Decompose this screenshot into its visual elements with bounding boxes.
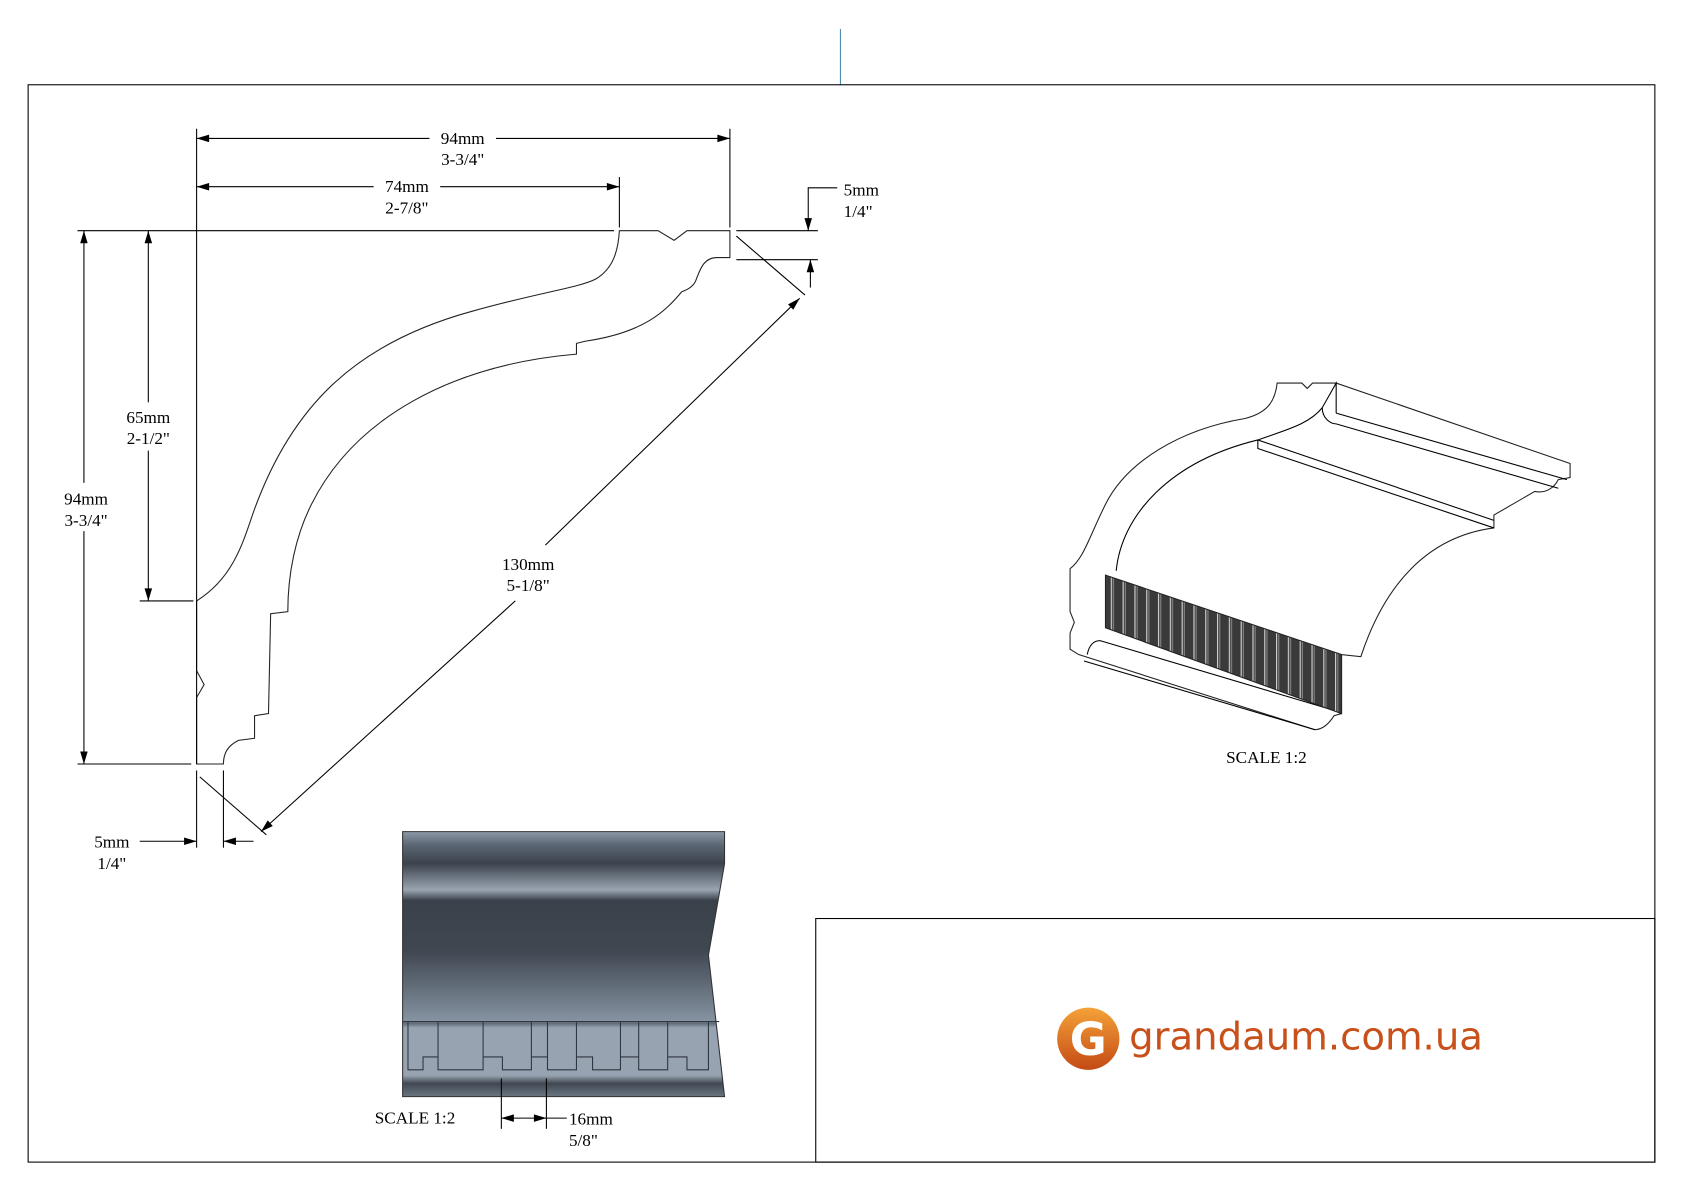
svg-text:130mm: 130mm — [502, 555, 555, 574]
svg-text:5mm: 5mm — [94, 833, 130, 852]
svg-text:SCALE 1:2: SCALE 1:2 — [375, 1108, 456, 1127]
brand-logo[interactable]: G grandaum.com.ua — [1057, 1007, 1483, 1070]
dentil-band — [1104, 574, 1343, 715]
svg-text:2-1/2": 2-1/2" — [127, 429, 170, 448]
svg-text:3-3/4": 3-3/4" — [64, 511, 107, 530]
dimension-lines — [77, 128, 838, 848]
svg-text:5mm: 5mm — [844, 180, 880, 199]
svg-text:65mm: 65mm — [126, 408, 171, 427]
svg-text:16mm: 16mm — [569, 1110, 614, 1129]
title-block — [815, 917, 1656, 1163]
svg-text:5-1/8": 5-1/8" — [507, 576, 550, 595]
svg-text:94mm: 94mm — [64, 489, 109, 508]
svg-text:2-7/8": 2-7/8" — [385, 199, 428, 218]
svg-text:G: G — [1070, 1013, 1107, 1066]
svg-text:5/8": 5/8" — [569, 1131, 598, 1150]
drawing-frame — [27, 84, 1656, 1163]
front-view: SCALE 1:2 16mm 5/8" — [375, 831, 726, 1150]
logo-g-icon — [1057, 1007, 1120, 1070]
moulding-profile — [196, 230, 731, 765]
isometric-view: SCALE 1:2 — [1069, 381, 1571, 767]
svg-text:94mm: 94mm — [441, 129, 486, 148]
svg-text:1/4": 1/4" — [97, 854, 126, 873]
dentils — [402, 1020, 720, 1071]
dimension-labels: 94mm 3-3/4" 74mm 2-7/8" 5mm 1/4" 94mm 3-… — [64, 129, 879, 873]
svg-text:SCALE 1:2: SCALE 1:2 — [1226, 748, 1307, 767]
website-link[interactable]: grandaum.com.ua — [1129, 1014, 1483, 1059]
svg-text:3-3/4": 3-3/4" — [441, 150, 484, 169]
svg-text:74mm: 74mm — [385, 177, 430, 196]
svg-text:1/4": 1/4" — [844, 202, 873, 221]
